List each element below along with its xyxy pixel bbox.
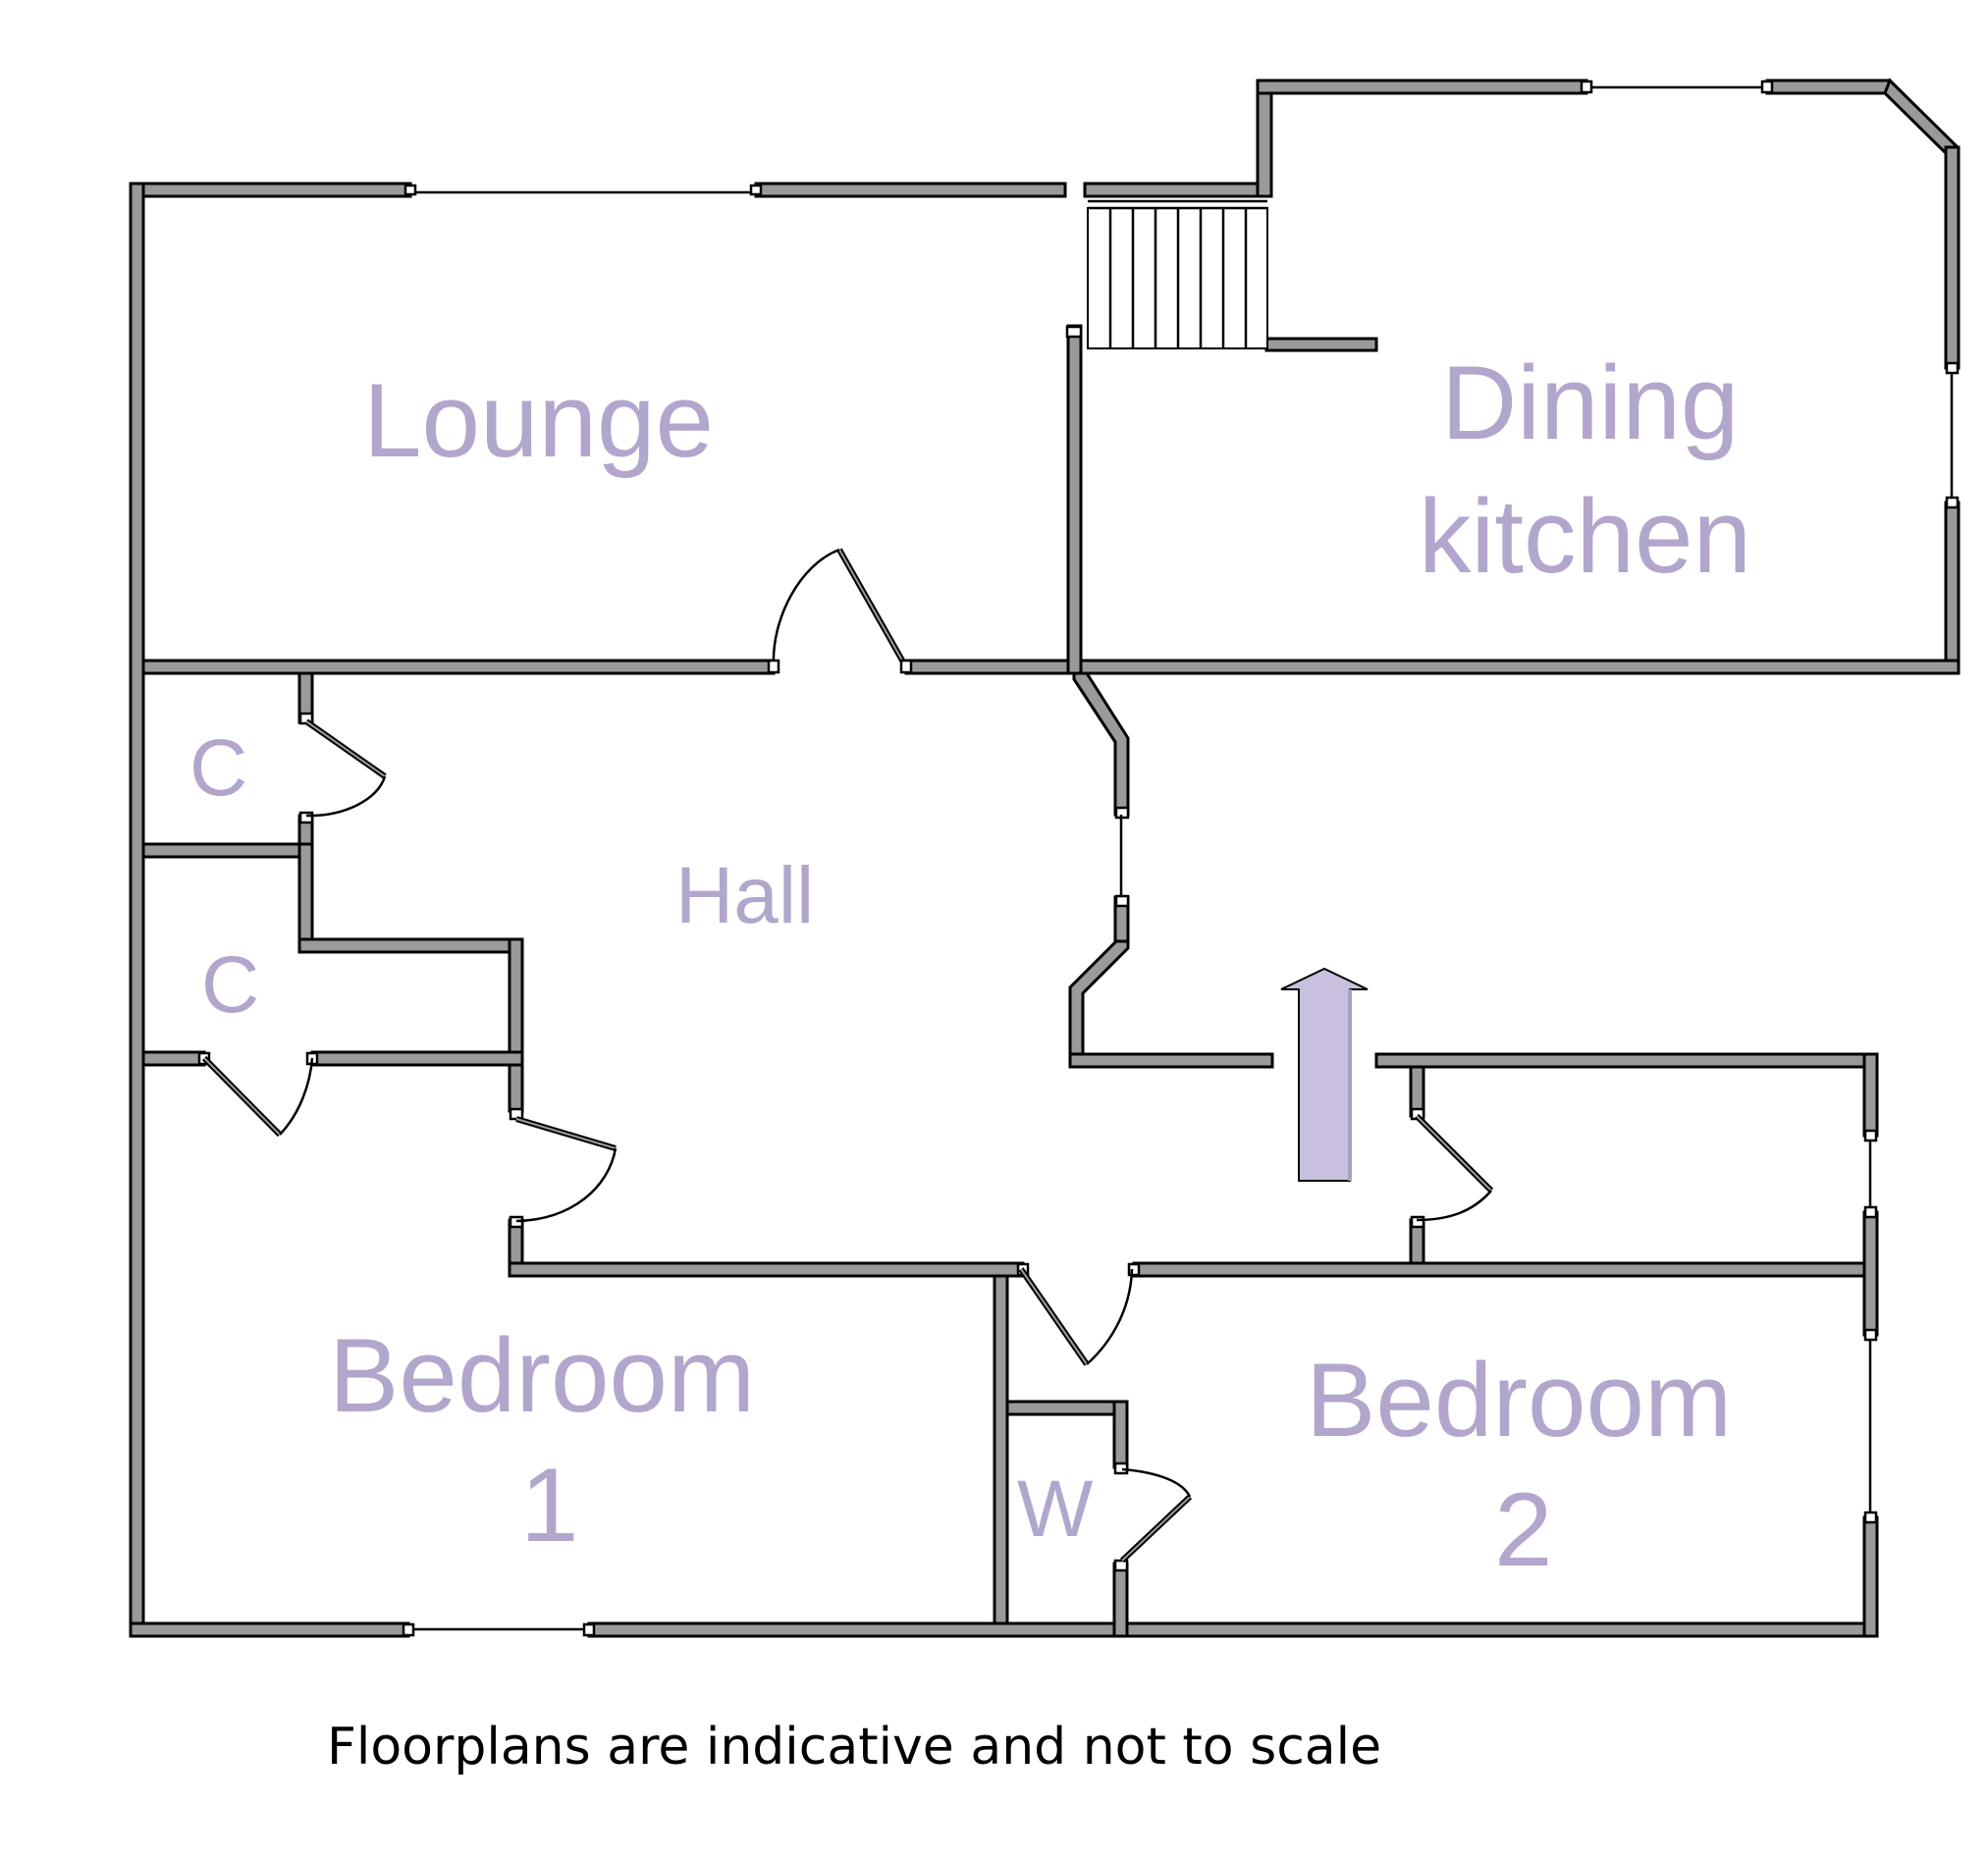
kitchen-side-window bbox=[1945, 361, 1960, 509]
hall-right-wall bbox=[1068, 671, 1274, 1069]
up-arrow-icon bbox=[1280, 967, 1369, 1182]
staircase-icon bbox=[1087, 199, 1268, 349]
kitchen-label: kitchen bbox=[1419, 477, 1751, 595]
lounge-window bbox=[403, 184, 763, 196]
bedroom1-label: Bedroom bbox=[329, 1316, 755, 1434]
bedroom2-number: 2 bbox=[1494, 1470, 1553, 1588]
bedroom2-windows bbox=[1863, 1129, 1878, 1524]
cupboard-lower-door bbox=[201, 1055, 314, 1138]
bedroom1-door bbox=[515, 1116, 618, 1223]
wardrobe-label: W bbox=[1017, 1464, 1094, 1554]
kitchen-top-window bbox=[1580, 80, 1774, 94]
side-room-door bbox=[1414, 1113, 1494, 1222]
bedroom1-window bbox=[402, 1622, 596, 1637]
hall-label: Hall bbox=[675, 851, 814, 940]
bedroom2-label: Bedroom bbox=[1306, 1341, 1732, 1459]
bedroom2-door bbox=[1018, 1267, 1134, 1366]
bedroom1-number: 1 bbox=[520, 1446, 579, 1564]
kitchen-partition bbox=[1065, 79, 1273, 675]
lounge-walls bbox=[129, 182, 1263, 1638]
lounge-label: Lounge bbox=[363, 361, 714, 479]
cupboard-lower-label: C bbox=[201, 940, 259, 1030]
lounge-door bbox=[767, 548, 913, 674]
scale-disclaimer: Floorplans are indicative and not to sca… bbox=[327, 1718, 1381, 1777]
dining-label: Dining bbox=[1441, 344, 1739, 461]
cupboard-upper-door bbox=[304, 718, 387, 818]
cupboard-upper-label: C bbox=[189, 723, 247, 813]
wardrobe-door bbox=[1119, 1467, 1193, 1564]
